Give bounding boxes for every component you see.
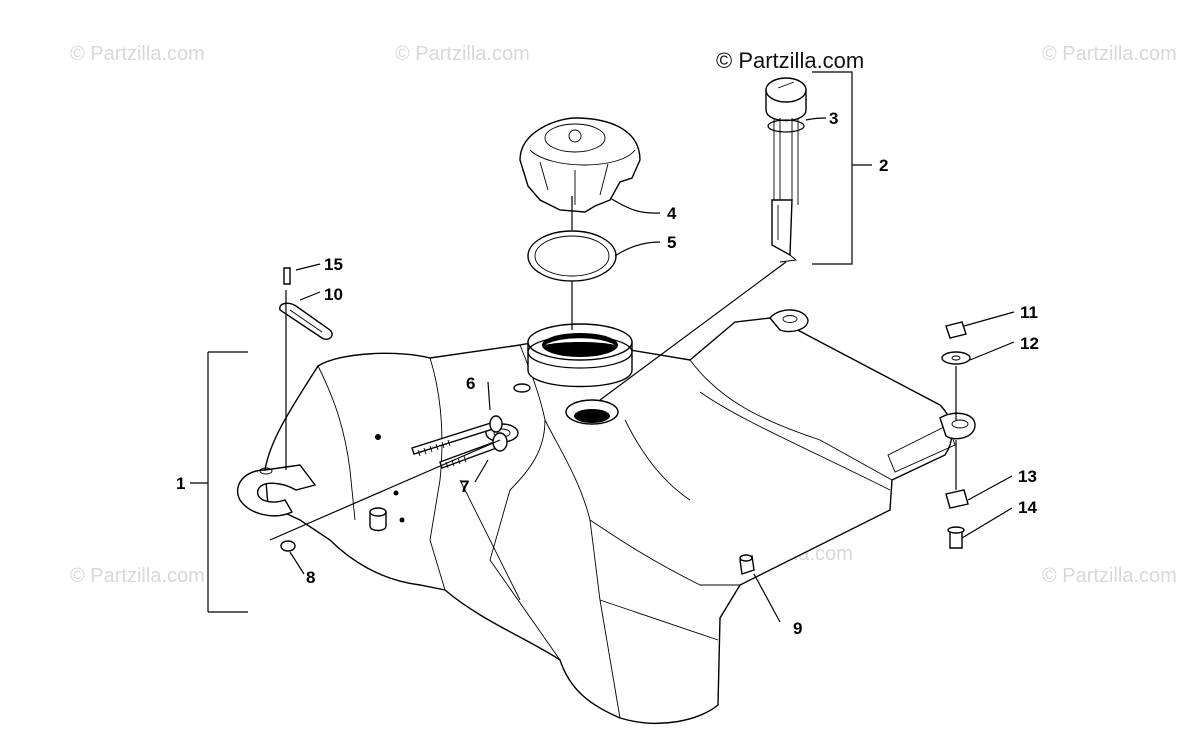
- callout-14: 14: [1018, 498, 1037, 517]
- bolts: [411, 415, 508, 469]
- leader-lines: [190, 71, 1015, 623]
- fuel-sender: [765, 77, 807, 263]
- watermark-text: © Partzilla.com: [70, 43, 205, 65]
- callout-7: 7: [460, 477, 469, 496]
- callout-2: 2: [879, 156, 888, 175]
- brand-watermark: © Partzilla.com: [716, 48, 864, 73]
- watermark-text: © Partzilla.com: [70, 565, 205, 587]
- watermark-text: © Partzilla.com: [395, 43, 530, 65]
- callout-5: 5: [667, 233, 676, 252]
- callout-15: 15: [324, 255, 343, 274]
- callout-12: 12: [1020, 334, 1039, 353]
- grommet: [280, 540, 296, 552]
- callout-13: 13: [1018, 467, 1037, 486]
- callout-4: 4: [667, 204, 677, 223]
- o-ring: [527, 230, 617, 282]
- callouts: 1 2 3 4 5 6 7 8 9 10 11 12 13 14 15: [176, 109, 1039, 638]
- fuel-cap: [519, 117, 641, 213]
- fuel-tank: [237, 309, 976, 724]
- hardware: [941, 321, 971, 549]
- callout-9: 9: [793, 619, 802, 638]
- plug: [739, 554, 755, 575]
- callout-6: 6: [466, 374, 475, 393]
- watermark-text: © Partzilla.com: [1042, 565, 1177, 587]
- callout-3: 3: [829, 109, 838, 128]
- callout-10: 10: [324, 285, 343, 304]
- callout-8: 8: [306, 568, 315, 587]
- watermark-text: © Partzilla.com: [1042, 43, 1177, 65]
- callout-1: 1: [176, 474, 185, 493]
- callout-11: 11: [1020, 303, 1038, 322]
- strap: [279, 267, 333, 340]
